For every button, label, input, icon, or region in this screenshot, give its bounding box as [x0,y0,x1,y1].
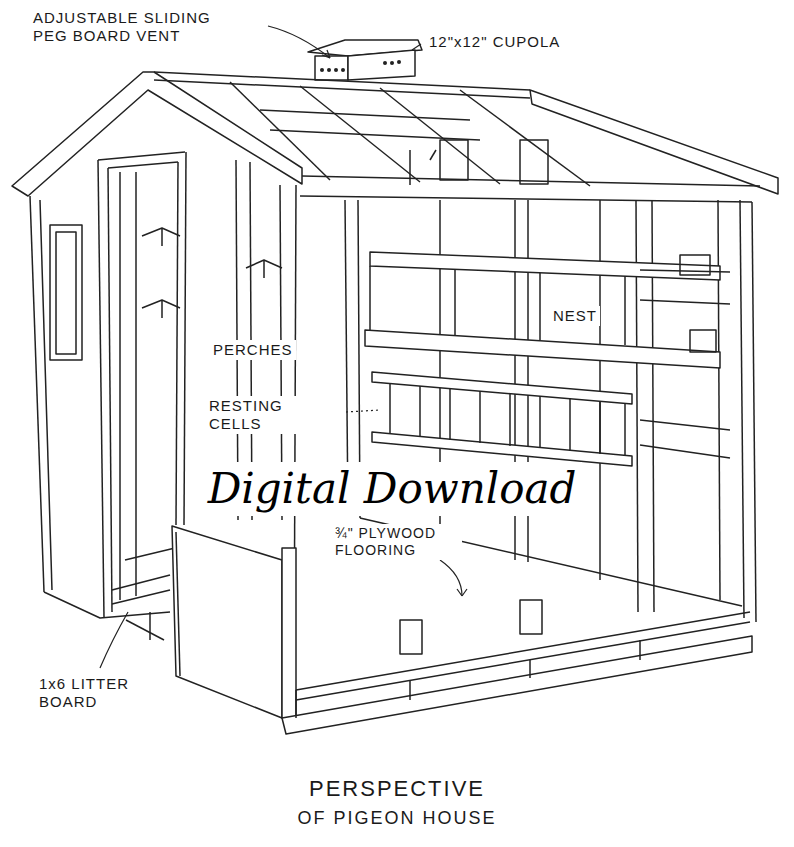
nest-label: NEST [550,306,600,326]
flooring-label: ¾" PLYWOOD FLOORING [332,524,462,560]
roof [12,72,778,202]
perches-label: PERCHES [210,340,296,360]
watermark: Digital Download [202,462,583,516]
resting-cells-label: RESTING CELLS [206,396,304,434]
leader-lines [100,26,467,668]
nest-shelves [365,252,730,368]
vent-label: ADJUSTABLE SLIDING PEG BOARD VENT [30,8,232,46]
litter-board-label: 1x6 LITTER BOARD [36,674,148,712]
resting-cells [372,372,730,466]
cupola [308,40,422,80]
floor [126,518,752,734]
caption: PERSPECTIVE OF PIGEON HOUSE [287,770,507,834]
cupola-label: 12"x12" CUPOLA [426,32,563,52]
perch-brackets [142,228,282,318]
litter-board [172,526,296,718]
